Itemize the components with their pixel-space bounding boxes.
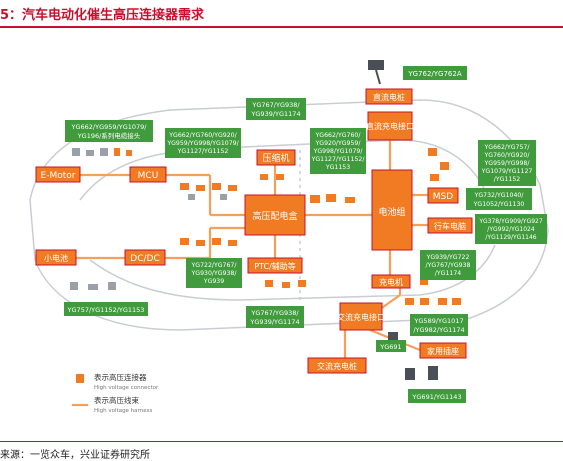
svg-text:YG589/YG1017: YG589/YG1017 — [413, 317, 463, 325]
dc-cable-box: 直流电桩 — [365, 88, 413, 105]
component-boxes: E-Motor MCU 压缩机 高压配电盒 电池组 直流充电接口 直流电桩 M — [35, 88, 473, 374]
pn-msd-right: YG732/YG1040/ YG1052/YG1130 — [466, 188, 532, 210]
svg-text:YG998/YG1079/: YG998/YG1079/ — [313, 148, 364, 155]
pn-heat-right: YG378/YG909/YG927 /YG992/YG1024 /YG1129/… — [475, 214, 547, 244]
svg-text:YG767/YG938/: YG767/YG938/ — [250, 309, 299, 317]
dc-fast-port-box: 直流充电接口 — [366, 111, 414, 141]
pn-dcdc-bottom: YG757/YG1152/YG1153 — [64, 302, 148, 316]
pn-ac-port-small: YG691 — [376, 340, 406, 352]
msd-label: MSD — [433, 192, 453, 202]
dc-cable-label: 直流电桩 — [373, 92, 405, 102]
pn-top-right: YG762/YG762A — [403, 66, 467, 80]
svg-text:YG930/YG938/: YG930/YG938/ — [191, 270, 238, 277]
legend: 表示高压连接器 High voltage connector 表示高压线束 Hi… — [72, 372, 159, 414]
hv-box-label: 高压配电盒 — [252, 210, 297, 222]
pn-home-bottom: YG691/YG1143 — [408, 389, 466, 403]
svg-text:YG760/YG920/: YG760/YG920/ — [484, 152, 531, 159]
svg-text:YG1079/YG1127: YG1079/YG1127 — [481, 168, 533, 175]
svg-text:YG959/YG998/YG1079/: YG959/YG998/YG1079/ — [166, 140, 239, 147]
home-socket-box: 家用插座 — [419, 342, 467, 359]
battery-box: 电池组 — [371, 169, 413, 251]
title-divider — [0, 26, 563, 28]
svg-text:YG1127/YG1152: YG1127/YG1152 — [177, 148, 229, 155]
svg-text:/YG1174: /YG1174 — [435, 270, 461, 277]
svg-text:YG662/YG760/: YG662/YG760/ — [315, 132, 362, 139]
compressor-label: 压缩机 — [262, 152, 289, 164]
svg-text:YG939/YG1174: YG939/YG1174 — [249, 318, 299, 326]
dc-fast-port-label: 直流充电接口 — [366, 121, 414, 131]
svg-text:YG722/YG767/: YG722/YG767/ — [191, 262, 238, 269]
pn-ptc-bottom: YG767/YG938/ YG939/YG1174 — [246, 306, 304, 328]
source-note: 来源：一览众车，兴业证券研究所 — [0, 450, 150, 461]
ev-hv-connector-diagram: E-Motor MCU 压缩机 高压配电盒 电池组 直流充电接口 直流电桩 M — [29, 60, 549, 414]
ptc-label: PTC/辅助等 — [254, 261, 296, 271]
battery-heat-box: 行车电脑 — [427, 217, 473, 234]
svg-text:YG920/YG959/: YG920/YG959/ — [315, 140, 362, 147]
legend-connector-en: High voltage connector — [94, 385, 159, 391]
svg-text:YG767/YG938/: YG767/YG938/ — [251, 101, 300, 109]
pn-compressor-top: YG767/YG938/ YG939/YG1174 — [246, 98, 306, 120]
svg-text:YG757/YG1152/YG1153: YG757/YG1152/YG1153 — [67, 306, 145, 314]
svg-text:/YG1129/YG1146: /YG1129/YG1146 — [485, 234, 536, 241]
dcdc-box: DC/DC — [124, 249, 166, 266]
home-socket-label: 家用插座 — [427, 346, 459, 356]
battery-label: 电池组 — [378, 206, 405, 218]
small-battery-label: 小电池 — [44, 253, 68, 263]
pn-emotor-top: YG662/YG959/YG1079/ YG196/系列电缆接头 — [65, 120, 153, 142]
svg-text:YG939/YG722: YG939/YG722 — [426, 254, 470, 261]
ac-cable-box: 交流充电桩 — [307, 357, 367, 374]
svg-text:YG959/YG998/: YG959/YG998/ — [484, 160, 531, 167]
msd-box: MSD — [427, 187, 459, 204]
legend-harness-en: High voltage harness — [94, 408, 152, 414]
svg-text:/YG992/YG1024: /YG992/YG1024 — [487, 226, 535, 233]
figure-title: 5：汽车电动化催生高压连接器需求 — [0, 8, 205, 23]
svg-text:YG732/YG1040/: YG732/YG1040/ — [474, 192, 525, 199]
pn-charger-bottom: YG589/YG1017 /YG982/YG1174 — [410, 314, 468, 336]
pn-battery-left: YG662/YG760/ YG920/YG959/ YG998/YG1079/ … — [310, 128, 366, 174]
svg-text:/YG982/YG1174: /YG982/YG1174 — [413, 326, 464, 334]
svg-text:YG378/YG909/YG927: YG378/YG909/YG927 — [478, 218, 543, 225]
part-number-boxes: YG762/YG762A YG662/YG959/YG1079/ YG196/系… — [64, 66, 547, 403]
svg-text:YG939: YG939 — [203, 278, 224, 285]
ac-port-box: 交流充电接口 — [337, 302, 385, 331]
legend-connector-swatch — [76, 374, 84, 383]
svg-text:YG662/YG760/YG920/: YG662/YG760/YG920/ — [168, 132, 237, 139]
svg-text:YG1153: YG1153 — [325, 164, 350, 171]
charger-box: 充电机 — [371, 274, 411, 289]
legend-harness-cn: 表示高压线束 — [94, 395, 139, 405]
svg-text:YG196/系列电缆接头: YG196/系列电缆接头 — [77, 131, 141, 140]
svg-text:/YG767/YG938: /YG767/YG938 — [426, 262, 471, 269]
svg-text:YG662/YG757/: YG662/YG757/ — [484, 144, 531, 151]
hv-box: 高压配电盒 — [244, 194, 306, 236]
ac-port-label: 交流充电接口 — [337, 312, 385, 322]
footer-divider — [0, 441, 563, 442]
emotor-box: E-Motor — [35, 166, 81, 183]
svg-text:YG662/YG959/YG1079/: YG662/YG959/YG1079/ — [71, 123, 148, 131]
small-battery-box: 小电池 — [35, 249, 77, 266]
svg-text:YG691: YG691 — [379, 343, 401, 351]
svg-text:YG762/YG762A: YG762/YG762A — [407, 70, 461, 78]
svg-text:YG1127/YG1152/: YG1127/YG1152/ — [311, 156, 366, 163]
mcu-box: MCU — [129, 166, 167, 183]
pn-ptc-left: YG722/YG767/ YG930/YG938/ YG939 — [186, 258, 242, 288]
mcu-label: MCU — [138, 171, 159, 181]
ac-cable-label: 交流充电桩 — [317, 361, 357, 371]
svg-text:/YG1152: /YG1152 — [494, 176, 520, 183]
charger-label: 充电机 — [379, 277, 403, 287]
compressor-box: 压缩机 — [256, 149, 296, 166]
svg-text:YG691/YG1143: YG691/YG1143 — [411, 393, 461, 401]
pn-mcu-top: YG662/YG760/YG920/ YG959/YG998/YG1079/ Y… — [165, 128, 241, 158]
svg-text:YG1052/YG1130: YG1052/YG1130 — [473, 201, 525, 208]
battery-heat-label: 行车电脑 — [434, 221, 466, 231]
emotor-label: E-Motor — [41, 171, 76, 181]
pn-charger-right: YG939/YG722 /YG767/YG938 /YG1174 — [420, 250, 476, 280]
dcdc-label: DC/DC — [130, 254, 159, 264]
ptc-box: PTC/辅助等 — [247, 257, 303, 274]
pn-right-top: YG662/YG757/ YG760/YG920/ YG959/YG998/ Y… — [478, 140, 536, 186]
svg-text:YG939/YG1174: YG939/YG1174 — [250, 110, 300, 118]
legend-connector-cn: 表示高压连接器 — [94, 372, 147, 382]
